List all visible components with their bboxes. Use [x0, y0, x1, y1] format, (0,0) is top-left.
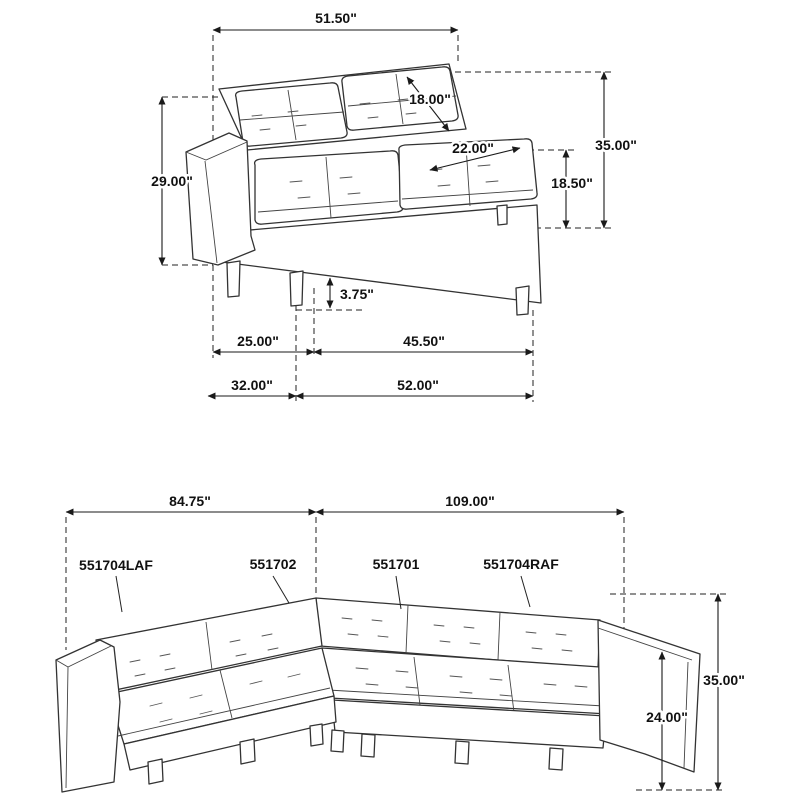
sectional-left-base: [123, 695, 337, 771]
sectional-left-arm: [55, 639, 121, 793]
sectional-dimensions: 84.75" 109.00" 35.00" 24.00": [65, 491, 747, 791]
loveseat-left-arm: [185, 132, 256, 266]
sectional-drawing: [55, 597, 701, 793]
sectional-leg: [454, 740, 470, 765]
sectional-dim-left-width: 84.75": [169, 493, 211, 509]
loveseat-leg: [515, 285, 530, 316]
sectional-leg: [147, 758, 164, 785]
part-label-raf: 551704RAF: [483, 556, 559, 572]
part-label-laf: 551704LAF: [79, 557, 153, 573]
loveseat-back-cushion-left: [234, 82, 348, 147]
sectional-right-arm: [597, 619, 701, 773]
loveseat-dim-leg-height: 3.75": [340, 286, 374, 302]
loveseat-dim-back-cushion: 18.00": [409, 91, 451, 107]
loveseat-dim-overall-width: 52.00": [397, 377, 439, 393]
sectional-leg: [360, 733, 376, 758]
sectional-leg: [239, 738, 256, 765]
part-label-armless: 551701: [373, 556, 420, 572]
sectional-leg: [548, 747, 564, 771]
part-label-corner: 551702: [250, 556, 297, 572]
loveseat-leg: [226, 260, 241, 298]
sectional-leg: [309, 723, 324, 747]
loveseat-dim-overall-height: 35.00": [595, 137, 637, 153]
loveseat-dim-back-height: 29.00": [151, 173, 193, 189]
sectional-dim-right-width: 109.00": [445, 493, 494, 509]
loveseat-dim-seat-cushion: 22.00": [452, 140, 494, 156]
loveseat-leg: [289, 270, 304, 307]
sectional-leg: [330, 729, 345, 753]
loveseat-dim-seat-height: 18.50": [551, 175, 593, 191]
sectional-dim-overall-height: 35.00": [703, 672, 745, 688]
loveseat-dim-width-top: 51.50": [315, 10, 357, 26]
loveseat-dim-seat-width: 45.50": [403, 333, 445, 349]
sectional-dim-arm-height: 24.00": [646, 709, 688, 725]
loveseat-drawing: [185, 63, 542, 316]
loveseat-leg: [496, 204, 508, 226]
loveseat-dimensions: 51.50" 29.00" 18.00" 22.00" 35.00" 18.50…: [149, 8, 639, 400]
sectional-part-labels: 551704LAF 551702 551701 551704RAF: [77, 554, 561, 613]
loveseat-dim-overall-depth: 32.00": [231, 377, 273, 393]
loveseat-dim-arm-front: 25.00": [237, 333, 279, 349]
